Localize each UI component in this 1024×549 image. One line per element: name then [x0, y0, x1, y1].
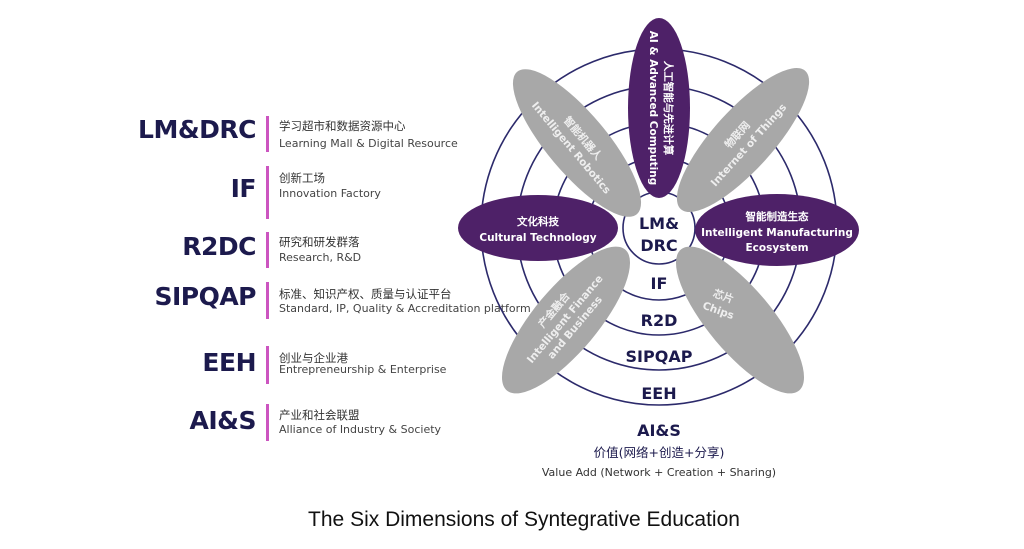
- legend-divider: [266, 282, 269, 319]
- petal-shape: [676, 68, 810, 212]
- petal-en-1: Intelligent Manufacturing: [701, 227, 853, 239]
- petal-shape: [675, 246, 805, 394]
- petal-cn: 人工智能与先进计算: [662, 61, 675, 156]
- legend-divider: [266, 346, 269, 384]
- legend-cn: 研究和研发群落: [279, 235, 360, 249]
- center-label-1: LM&: [639, 214, 679, 233]
- legend-abbr: R2DC: [182, 232, 256, 261]
- level-r2d: R2D: [641, 311, 678, 330]
- figure-caption: The Six Dimensions of Syntegrative Educa…: [308, 508, 740, 531]
- petal-shape: [628, 18, 690, 198]
- legend-abbr: EEH: [202, 348, 256, 377]
- legend-cn: 创新工场: [279, 171, 325, 185]
- petal-chips: 芯片 Chips: [675, 246, 805, 394]
- petal-intelligent-manufacturing: 智能制造生态 Intelligent Manufacturing Ecosyst…: [695, 194, 859, 266]
- legend-abbr: SIPQAP: [154, 282, 256, 311]
- value-add-cn: 价值(网络+创造+分享): [594, 445, 725, 460]
- legend-abbr: AI&S: [189, 406, 257, 435]
- petal-shape: [458, 195, 618, 261]
- petal-shape: [695, 194, 859, 266]
- center-label-2: DRC: [640, 236, 677, 255]
- legend-row-lmdrc: LM&DRC 学习超市和数据资源中心 Learning Mall & Digit…: [0, 113, 520, 153]
- petal-en-2: Ecosystem: [745, 242, 808, 254]
- legend-en: Innovation Factory: [279, 187, 381, 200]
- petal-intelligent-robotics: 智能机器人 Intelligent Robotics: [512, 69, 642, 217]
- level-ais: AI&S: [637, 421, 681, 440]
- legend-en: Learning Mall & Digital Resource: [279, 137, 458, 150]
- legend-row-sipqap: SIPQAP 标准、知识产权、质量与认证平台 Standard, IP, Qua…: [0, 282, 531, 322]
- legend-cn: 产业和社会联盟: [279, 408, 360, 422]
- petal-cultural-technology: 文化科技 Cultural Technology: [458, 195, 618, 261]
- legend-en: Alliance of Industry & Society: [279, 423, 442, 436]
- legend-en: Standard, IP, Quality & Accreditation pl…: [279, 302, 531, 315]
- petal-en: AI & Advanced Computing: [647, 31, 659, 186]
- petal-shape: [512, 69, 642, 217]
- legend-en: Entrepreneurship & Enterprise: [279, 363, 447, 376]
- legend-divider: [266, 166, 269, 219]
- legend-row-eeh: EEH 创业与企业港 Entrepreneurship & Enterprise: [0, 346, 520, 386]
- legend-abbr: IF: [230, 174, 257, 203]
- legend-row-if: IF 创新工场 Innovation Factory: [0, 166, 520, 219]
- petal-ai-advanced-computing: 人工智能与先进计算 AI & Advanced Computing: [628, 18, 690, 198]
- legend-cn: 学习超市和数据资源中心: [279, 119, 406, 133]
- petal-cn: 智能制造生态: [745, 210, 809, 223]
- legend-cn: 标准、知识产权、质量与认证平台: [279, 287, 452, 301]
- legend-row-ais: AI&S 产业和社会联盟 Alliance of Industry & Soci…: [0, 404, 520, 444]
- petal-cn: 文化科技: [516, 215, 559, 228]
- level-sipqap: SIPQAP: [626, 347, 693, 366]
- petal-en: Cultural Technology: [479, 232, 596, 244]
- legend-divider: [266, 116, 269, 152]
- legend-row-r2dc: R2DC 研究和研发群落 Research, R&D: [0, 232, 520, 272]
- value-add-en: Value Add (Network + Creation + Sharing): [542, 466, 776, 479]
- level-eeh: EEH: [641, 384, 676, 403]
- petal-shape: [501, 246, 631, 394]
- level-if: IF: [651, 274, 668, 293]
- legend-abbr: LM&DRC: [138, 115, 256, 144]
- legend-cn: 创业与企业港: [279, 351, 348, 365]
- legend-divider: [266, 404, 269, 441]
- legend-en: Research, R&D: [279, 251, 362, 264]
- legend-divider: [266, 232, 269, 268]
